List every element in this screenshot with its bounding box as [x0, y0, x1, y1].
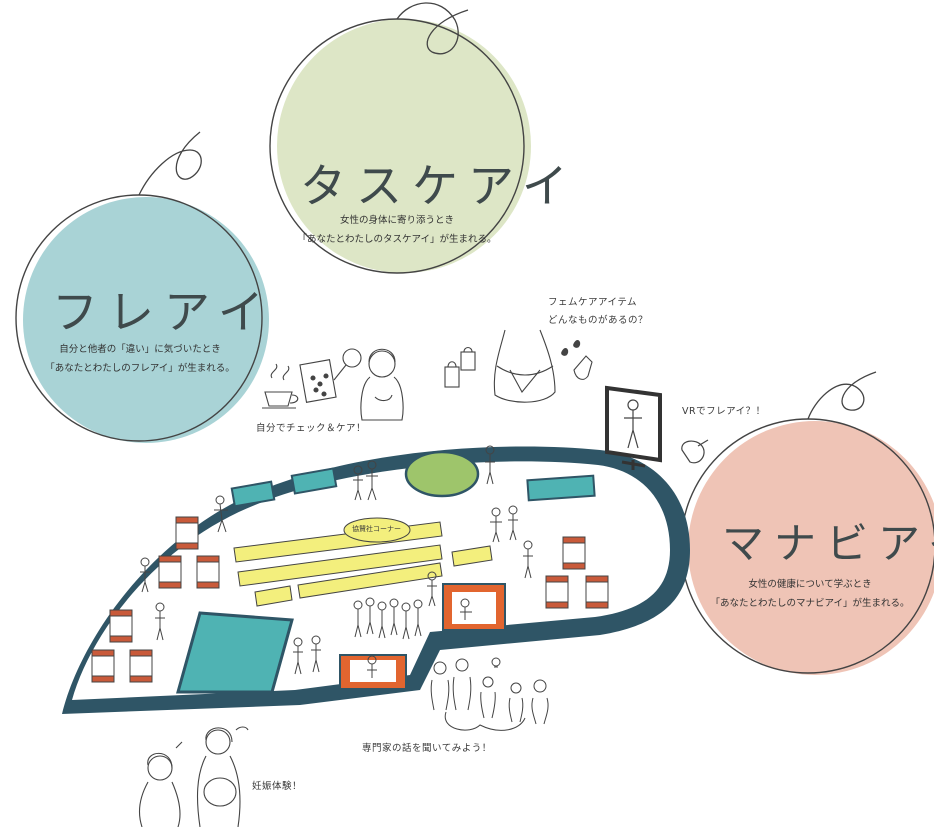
yellow-bench — [237, 544, 443, 587]
teal-block — [526, 474, 596, 502]
display-stand — [545, 575, 569, 609]
person-figure — [490, 507, 502, 543]
display-stand — [129, 649, 153, 683]
teal-block — [290, 467, 338, 495]
fureai-description: 自分と他者の「違い」に気づいたとき 「あなたとわたしのフレアイ」が生まれる。 — [20, 340, 260, 378]
person-figure — [531, 679, 549, 725]
people — [140, 445, 533, 678]
person-figure — [485, 445, 495, 485]
experts-illustration — [430, 657, 549, 731]
person-figure — [366, 460, 378, 501]
swirl-stem — [396, 2, 469, 55]
fureai-line-2: 「あなたとわたしのフレアイ」が生まれる。 — [45, 363, 235, 374]
person-figure — [138, 752, 181, 827]
person-figure — [508, 682, 524, 723]
experts-label: 専門家の話を聞いてみよう！ — [362, 743, 492, 754]
person-figure — [523, 540, 533, 579]
person-figure — [508, 505, 518, 541]
vr-label: VRでフレアイ？！ — [682, 406, 766, 417]
fureai-line-1: 自分と他者の「違い」に気づいたとき — [59, 344, 221, 355]
woman-icon — [360, 348, 404, 421]
person-figure — [367, 655, 377, 678]
fureai-bubble — [15, 131, 269, 443]
self-check-illustration — [262, 348, 404, 421]
person-figure — [140, 557, 150, 593]
display-stand — [109, 609, 133, 643]
display-stand — [562, 536, 586, 570]
display-stand — [158, 555, 182, 589]
person-figure — [293, 637, 303, 675]
teal-block — [230, 480, 276, 508]
magnifier-icon — [333, 348, 362, 381]
display-stand — [91, 649, 115, 683]
manabiai-line-1: 女性の健康について学ぶとき — [748, 579, 872, 590]
tasukeai-line-1: 女性の身体に寄り添うとき — [339, 215, 454, 226]
teal-pool — [176, 611, 294, 694]
person-figure — [460, 598, 472, 620]
booth-interior — [452, 592, 496, 624]
display-stands — [91, 516, 609, 683]
yellow-bench — [297, 562, 443, 599]
femcare-label-line-2: どんなものがあるの？ — [548, 315, 649, 326]
manabiai-title: マナビアイ — [722, 519, 934, 568]
person-figure — [214, 495, 228, 533]
body-torso-icon — [493, 329, 556, 403]
vr-headset-icon — [681, 439, 709, 464]
manabiai-description: 女性の健康について学ぶとき 「あなたとわたしのマナビアイ」が生まれる。 — [690, 575, 930, 613]
lightbulb-icon — [491, 657, 501, 668]
green-oval — [404, 450, 480, 498]
person-figure — [311, 635, 321, 673]
yellow-bench — [451, 545, 493, 567]
sponsor-oval — [343, 517, 411, 543]
person-figure — [452, 658, 472, 711]
person-figure — [624, 399, 642, 449]
yellow-bench — [254, 585, 293, 607]
shopping-bag-icon — [444, 346, 476, 388]
pointing-hand-icon — [573, 355, 593, 380]
sponsor-corner-label: 協賛社コーナー — [352, 525, 401, 533]
swirl-stem — [807, 371, 877, 420]
display-stand — [196, 555, 220, 589]
person-figure — [197, 727, 241, 827]
checklist-board-icon — [299, 359, 337, 403]
fureai-title: フレアイ — [52, 285, 274, 339]
manabiai-line-2: 「あなたとわたしのマナビアイ」が生まれる。 — [710, 598, 910, 609]
person-figure — [155, 602, 165, 641]
tasukeai-line-2: 「あなたとわたしのタスケアイ」が生まれる。 — [297, 234, 497, 245]
tasukeai-title: タスケアイ — [300, 159, 578, 213]
speech-marks — [175, 726, 249, 749]
swirl-stem — [138, 131, 202, 196]
person-figure — [430, 661, 450, 711]
femcare-illustration — [444, 329, 593, 403]
audience-heads — [444, 711, 526, 731]
vr-booth-illustration — [605, 385, 709, 470]
self-check-label: 自分でチェック＆ケア！ — [256, 423, 367, 434]
person-figure — [480, 676, 496, 719]
person-figure — [353, 465, 363, 501]
tasukeai-description: 女性の身体に寄り添うとき 「あなたとわたしのタスケアイ」が生まれる。 — [272, 211, 522, 249]
femcare-label-line-1: フェムケアアイテム — [548, 297, 638, 308]
person-figure — [427, 571, 437, 607]
pregnancy-label: 妊娠体験！ — [252, 781, 303, 792]
drops-icon — [561, 340, 581, 356]
display-stand — [175, 516, 199, 550]
person-group — [353, 597, 423, 640]
display-stand — [585, 575, 609, 609]
pregnancy-illustration — [138, 726, 249, 827]
tasukeai-bubble — [269, 2, 531, 274]
teacup-icon — [262, 363, 299, 409]
booth-interior — [350, 660, 396, 682]
